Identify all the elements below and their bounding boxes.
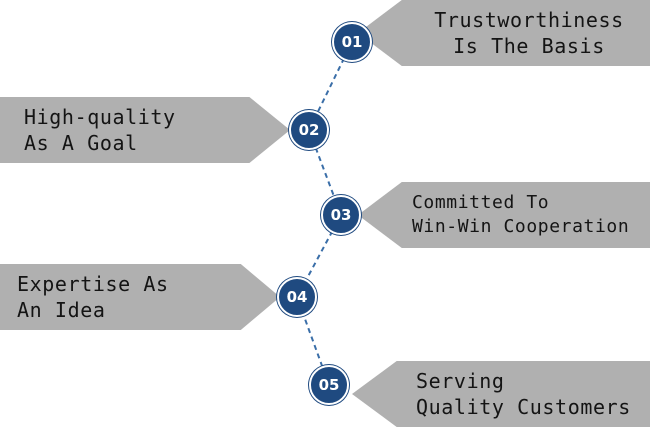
step-2-number-badge: 02 — [289, 110, 329, 150]
step-2-banner: High-quality As A Goal — [0, 97, 290, 163]
step-1-line-1: Trustworthiness — [434, 8, 624, 32]
step-3-number-badge: 03 — [321, 195, 361, 235]
step-3-banner: Committed To Win-Win Cooperation — [358, 182, 650, 248]
step-5-line-1: Serving — [416, 369, 505, 393]
step-1-banner: Trustworthiness Is The Basis — [358, 0, 650, 66]
step-5-number: 05 — [318, 376, 340, 394]
step-5-number-badge: 05 — [309, 365, 349, 405]
step-3-line-2: Win-Win Cooperation — [412, 216, 630, 237]
step-4-number-badge: 04 — [277, 277, 317, 317]
step-5-banner: Serving Quality Customers — [352, 361, 650, 427]
step-1-number-badge: 01 — [332, 22, 372, 62]
step-5-line-2: Quality Customers — [416, 395, 631, 419]
step-2-number: 02 — [298, 121, 320, 139]
step-4-number: 04 — [286, 288, 308, 306]
step-2-line-2: As A Goal — [24, 131, 138, 155]
step-4-line-1: Expertise As — [17, 272, 169, 296]
step-2-line-1: High-quality — [24, 105, 176, 129]
step-3-line-1: Committed To — [412, 192, 550, 213]
step-4-banner: Expertise As An Idea — [0, 264, 280, 330]
step-4-line-2: An Idea — [17, 298, 106, 322]
step-1-line-2: Is The Basis — [453, 34, 605, 58]
step-1-number: 01 — [341, 33, 363, 51]
step-3-number: 03 — [330, 206, 352, 224]
